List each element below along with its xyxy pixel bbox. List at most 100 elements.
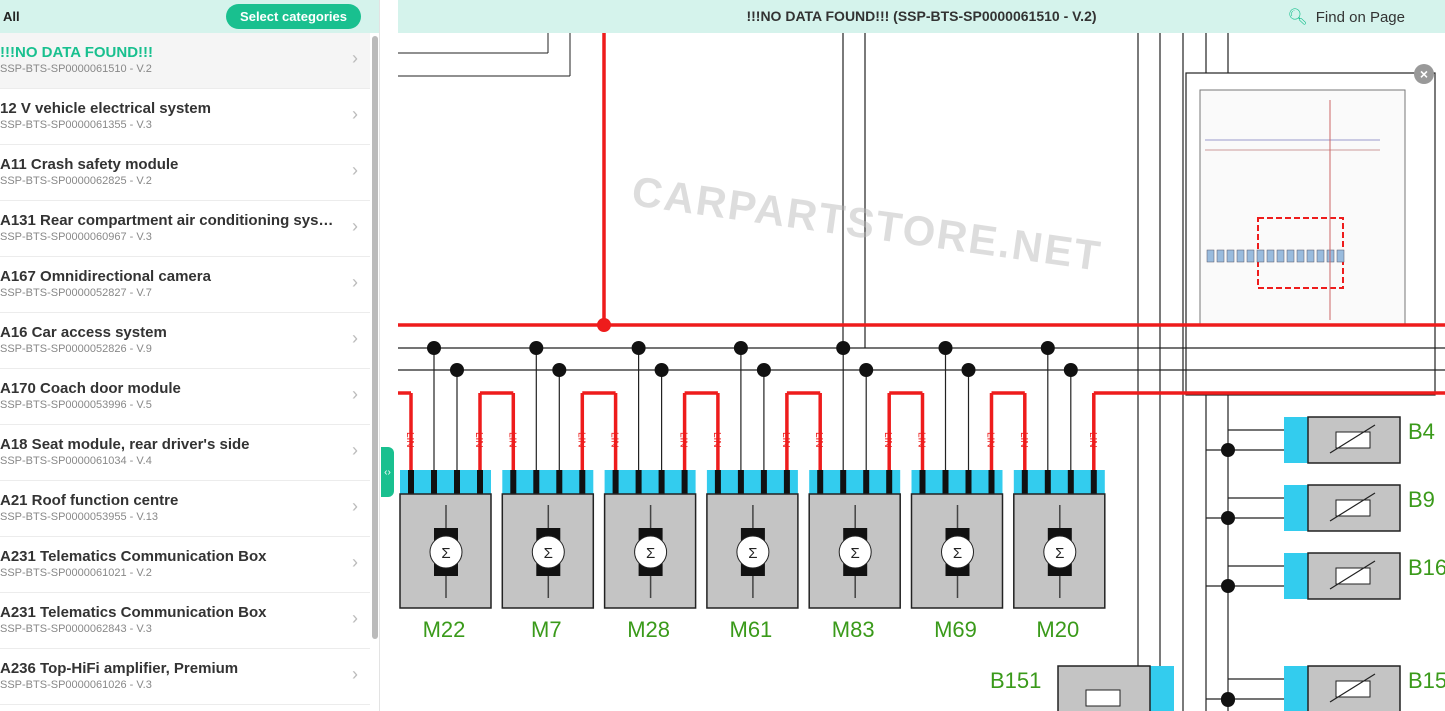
wiring-diagram[interactable]: ΣM22LINLINΣM7LINLINΣM28LINLINΣM61LINLINΣ… [398, 33, 1445, 711]
sigma-symbol: Σ [748, 545, 757, 562]
junction-dot [1040, 341, 1055, 355]
connector-pin [658, 470, 665, 496]
main-header: !!!NO DATA FOUND!!! (SSP-BTS-SP000006151… [398, 0, 1445, 33]
junction-dot [859, 363, 874, 377]
junction-dot [836, 341, 851, 355]
filter-all[interactable]: All [3, 9, 20, 24]
close-overview-button[interactable]: × [1414, 64, 1434, 84]
connector [1284, 417, 1308, 463]
overview-fuse [1286, 249, 1295, 263]
sigma-symbol: Σ [441, 545, 450, 562]
chevron-right-icon: › [352, 608, 358, 628]
connector-pin [579, 470, 586, 496]
lin-label: LIN [506, 432, 517, 448]
motor-label: M28 [627, 617, 670, 642]
connector-pin [942, 470, 949, 496]
item-title: A131 Rear compartment air conditioning s… [0, 212, 335, 229]
junction-dot [597, 318, 611, 332]
junction-dot [654, 363, 669, 377]
motor-label: M69 [934, 617, 977, 642]
junction-dot [631, 341, 646, 355]
list-item[interactable]: A131 Rear compartment air conditioning s… [0, 201, 370, 257]
connector-pin [510, 470, 517, 496]
wire [1329, 424, 1376, 454]
motor-icon [1043, 535, 1077, 569]
find-label: Find on Page [1315, 8, 1405, 26]
connector-pin [886, 470, 893, 496]
select-categories-button[interactable]: Select categories [226, 4, 361, 29]
connector-pin [681, 470, 688, 496]
motor-icon [941, 535, 974, 569]
connector-pin [919, 470, 926, 496]
item-code: SSP-BTS-SP0000053996 - V.5 [0, 399, 152, 411]
connector [911, 470, 1003, 494]
connector-pin [635, 470, 642, 496]
motor-label: M7 [531, 617, 562, 642]
junction-dot [1221, 693, 1235, 707]
junction-dot [938, 341, 953, 355]
overview-fuse [1336, 249, 1345, 263]
connector [502, 470, 594, 494]
connector [400, 470, 491, 494]
item-title: !!!NO DATA FOUND!!! [0, 44, 154, 61]
junction-dot [450, 363, 464, 377]
item-code: SSP-BTS-SP0000052826 - V.9 [0, 343, 152, 355]
overview-fuse [1216, 249, 1225, 263]
junction-dot [1063, 363, 1078, 377]
lin-label: LIN [711, 432, 722, 448]
sensor-label: B15 [1408, 668, 1445, 693]
lin-label: LIN [985, 432, 996, 448]
overview-fuse [1226, 249, 1235, 263]
item-title: A21 Roof function centre [0, 492, 179, 509]
chevron-right-icon: › [352, 496, 358, 516]
connector [1013, 470, 1105, 494]
sensor-label: B4 [1408, 419, 1435, 444]
connector-pin [1044, 470, 1051, 496]
connector-pin [965, 470, 972, 496]
motor-icon [531, 535, 565, 569]
collapse-sidebar-handle[interactable]: ‹› [381, 447, 394, 497]
chevron-right-icon: › [352, 440, 358, 460]
motor-label: M22 [423, 617, 466, 642]
item-title: A18 Seat module, rear driver's side [0, 436, 250, 453]
list-item[interactable]: !!!NO DATA FOUND!!!SSP-BTS-SP0000061510 … [0, 33, 370, 89]
item-code: SSP-BTS-SP0000061021 - V.2 [0, 567, 152, 579]
motor-icon [736, 535, 770, 569]
connector [706, 470, 798, 494]
connector-pin [817, 470, 824, 496]
junction-dot [756, 363, 771, 377]
lin-label: LIN [609, 432, 620, 448]
find-on-page-button[interactable]: 🔍︎ Find on Page [1287, 7, 1405, 27]
overview-fuse [1256, 249, 1265, 263]
document-list: !!!NO DATA FOUND!!!SSP-BTS-SP0000061510 … [0, 33, 370, 705]
chevron-right-icon: › [352, 552, 358, 572]
overview-fuse [1246, 249, 1255, 263]
connector [1284, 553, 1308, 599]
sigma-symbol: Σ [646, 545, 655, 562]
item-title: 12 V vehicle electrical system [0, 100, 211, 117]
junction-dot [1221, 579, 1235, 593]
connector-pin [533, 470, 540, 496]
sigma-symbol: Σ [544, 545, 553, 562]
chevron-right-icon: › [352, 104, 358, 124]
chevron-right-icon: › [352, 384, 358, 404]
chevron-right-icon: › [352, 328, 358, 348]
connector-pin [840, 470, 847, 496]
connector-pin [477, 470, 483, 496]
chevron-right-icon: › [352, 272, 358, 292]
page-title: !!!NO DATA FOUND!!! (SSP-BTS-SP000006151… [746, 8, 1097, 24]
scrollbar[interactable] [372, 36, 378, 639]
motor-label: M61 [730, 617, 773, 642]
junction-dot [733, 341, 748, 355]
wire [1329, 560, 1376, 590]
